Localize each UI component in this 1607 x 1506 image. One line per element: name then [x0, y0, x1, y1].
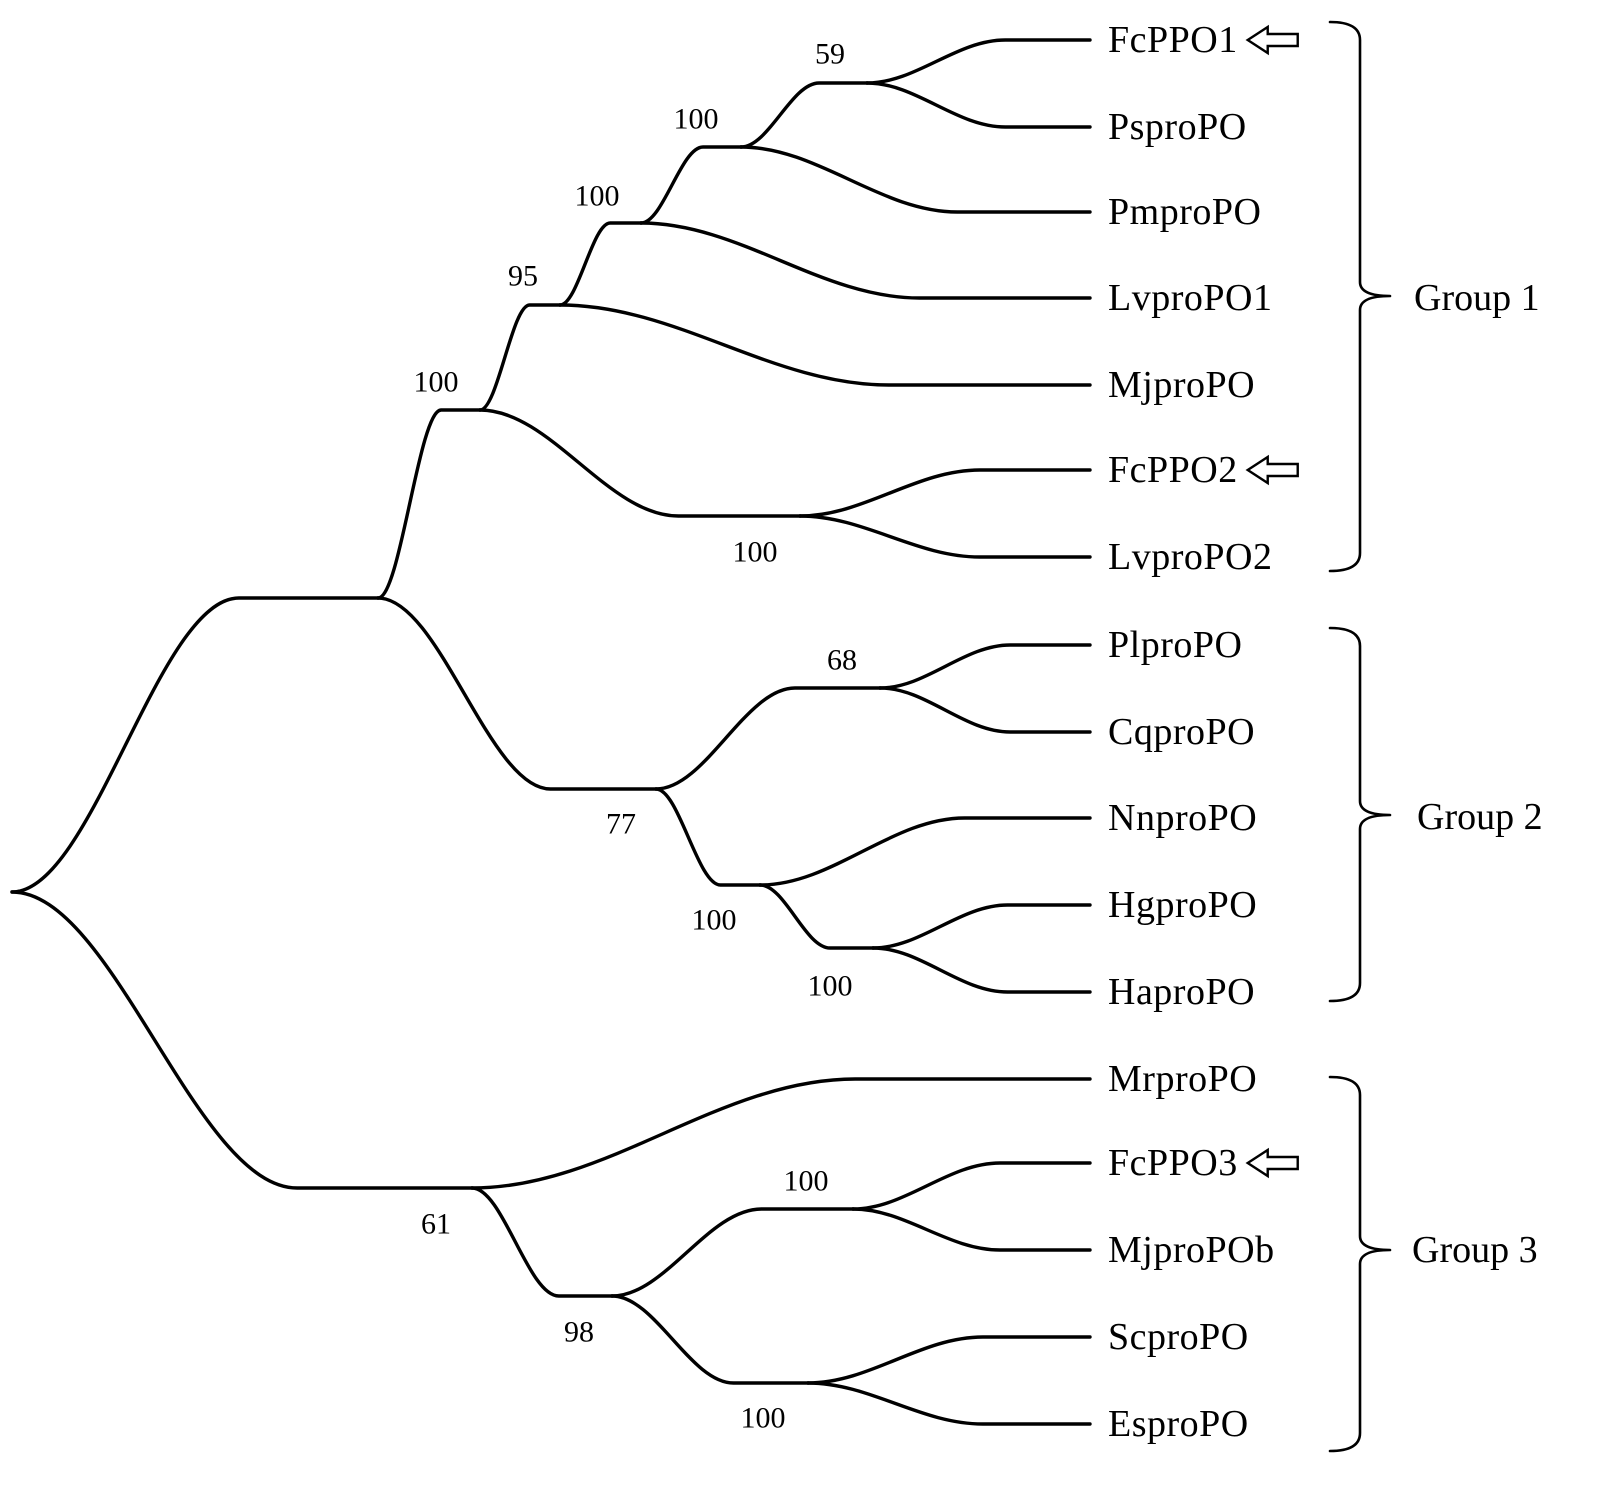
leaf-label-nnpropo: NnproPO [1108, 797, 1257, 839]
leaf-label-espropo: EsproPO [1108, 1403, 1249, 1445]
tree-branch-25 [470, 1186, 614, 1298]
group-label-2: Group 2 [1417, 796, 1543, 838]
highlight-arrows [1245, 24, 1299, 1179]
tree-branch-13 [865, 81, 1092, 129]
bootstrap-value-c-lv1: 100 [575, 180, 620, 213]
leaf-label-plpropo: PlproPO [1108, 624, 1242, 666]
group-label-3: Group 3 [1412, 1229, 1538, 1271]
tree-branch-10 [739, 81, 869, 149]
group-labels: Group 1 Group 2 Group 3 [1412, 277, 1543, 1271]
group-brackets [1328, 20, 1392, 1453]
tree-branch-22 [871, 903, 1092, 950]
tree-branch-9 [639, 221, 1092, 300]
tree-branch-12 [865, 38, 1092, 85]
leaf-label-lvpropo2: LvproPO2 [1108, 536, 1272, 578]
bootstrap-value-c-sc-es: 100 [741, 1402, 786, 1435]
tree-branch-11 [739, 145, 1092, 214]
tree-branch-21 [758, 883, 875, 950]
tree-branch-2 [376, 408, 482, 600]
bootstrap-value-c-fc1-ps: 59 [815, 38, 845, 71]
bootstrap-value-c-mj: 95 [508, 260, 538, 293]
bootstrap-value-c-group2: 77 [606, 808, 636, 841]
open-arrow-left-icon [1245, 24, 1299, 56]
tree-branch-8 [639, 145, 743, 225]
open-arrow-left-icon [1245, 454, 1299, 486]
bootstrap-value-c-pl-cq: 68 [827, 644, 857, 677]
tree-branch-23 [871, 946, 1092, 994]
leaf-label-hgpropo: HgproPO [1108, 884, 1257, 926]
leaf-label-hapropo: HaproPO [1108, 971, 1255, 1013]
tree-branches [10, 38, 1092, 1426]
leaf-label-fcppo3: FcPPO3 [1108, 1142, 1238, 1184]
leaf-label-cqpropo: CqproPO [1108, 711, 1255, 753]
open-arrow-left-icon [1245, 1147, 1299, 1179]
bootstrap-value-c-group3-inner: 98 [564, 1316, 594, 1349]
tree-branch-30 [806, 1335, 1092, 1385]
leaf-label-psprop: PsproPO [1108, 106, 1247, 148]
tree-branch-14 [798, 468, 1092, 518]
tree-branch-3 [376, 596, 658, 791]
leaf-label-mrpropo: MrproPO [1108, 1058, 1257, 1100]
leaf-label-lvpropo1: LvproPO1 [1108, 277, 1272, 319]
tree-branch-0 [10, 596, 380, 894]
tree-branch-6 [558, 221, 643, 307]
bootstrap-value-c-pm: 100 [674, 103, 719, 136]
bootstrap-value-c-group3: 61 [421, 1208, 451, 1241]
bootstrap-value-c-fc3-mjb: 100 [784, 1165, 829, 1198]
leaf-label-fcppo1: FcPPO1 [1108, 19, 1238, 61]
leaf-label-mjpropob: MjproPOb [1108, 1229, 1275, 1271]
bootstrap-value-c-hg-ha: 100 [808, 970, 853, 1003]
tree-branch-15 [798, 514, 1092, 559]
tree-branch-27 [610, 1294, 810, 1385]
tree-branch-31 [806, 1381, 1092, 1426]
group-label-1: Group 1 [1414, 277, 1540, 319]
leaf-label-scpropo: ScproPO [1108, 1316, 1249, 1358]
group-bracket-3 [1328, 1075, 1392, 1453]
leaf-label-pmpropo: PmproPO [1108, 191, 1261, 233]
tree-branch-7 [558, 303, 1092, 387]
tree-branch-16 [654, 686, 882, 791]
bootstrap-value-c-fc2-lv2: 100 [733, 536, 778, 569]
group-bracket-1 [1328, 20, 1392, 573]
tree-branch-4 [478, 303, 562, 412]
leaf-label-mjpropo: MjproPO [1108, 364, 1255, 406]
tree-branch-29 [851, 1207, 1092, 1252]
group-bracket-2 [1328, 626, 1392, 1003]
tree-branch-24 [470, 1077, 1092, 1190]
tree-branch-20 [758, 816, 1092, 887]
support-values: 59 100 100 95 100 100 68 77 100 100 61 100 98 100 [414, 38, 858, 1435]
tree-branch-19 [878, 686, 1092, 734]
leaf-label-fcppo2: FcPPO2 [1108, 449, 1238, 491]
tree-branch-26 [610, 1207, 855, 1298]
tree-branch-28 [851, 1161, 1092, 1211]
bootstrap-value-c-group1: 100 [414, 366, 459, 399]
tree-branch-17 [654, 787, 762, 887]
bootstrap-value-c-nn-hg-ha: 100 [692, 904, 737, 937]
tree-branch-18 [878, 643, 1092, 690]
tree-branch-1 [10, 890, 474, 1190]
tree-branch-5 [478, 408, 802, 518]
